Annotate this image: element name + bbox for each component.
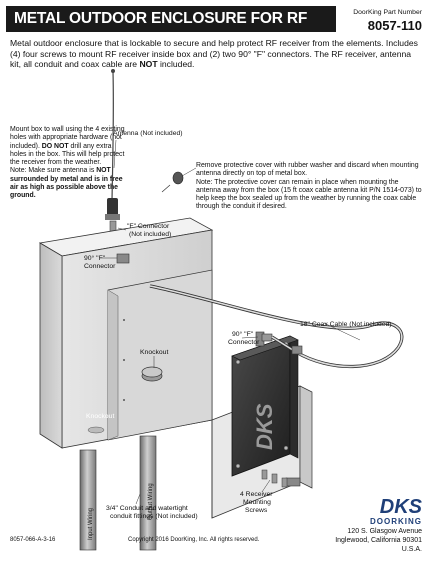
ninety-f-right-label-2: Connector — [228, 339, 260, 346]
ninety-f-connector-top-icon — [116, 253, 130, 264]
loose-screw-icon — [271, 473, 278, 484]
receiver-brand-text: DKS — [252, 403, 277, 450]
loose-screw-icon — [261, 469, 268, 480]
doorking-wordmark: DOORKING — [370, 517, 422, 526]
part-number: 8057-110 — [367, 18, 422, 33]
f-connector-note: (Not included) — [129, 231, 171, 238]
ninety-f-top-label-2: Connector — [84, 263, 116, 270]
doorking-logo: DKS DOORKING — [318, 497, 422, 527]
screws-label-1: 4 Receiver — [240, 491, 273, 498]
coax-label: 18" Coax Cable (Not included) — [300, 321, 392, 328]
knockout-bottom-icon — [87, 426, 105, 434]
f-connector-label: "F" Connector — [127, 223, 170, 230]
screws-label-3: Screws — [245, 507, 268, 514]
ninety-f-right-label: 90° "F" — [232, 330, 254, 338]
mount-note-bold-a: DO NOT — [41, 142, 69, 150]
address-line-1: 120 S. Glasgow Avenue — [347, 528, 422, 535]
screws-label-2: Mounting — [243, 499, 271, 506]
output-wiring-label: Output Wiring — [148, 483, 154, 520]
loose-screw-icon — [281, 477, 288, 488]
part-number-label: DoorKing Part Number — [353, 9, 422, 16]
ninety-f-top-label: 90° "F" — [84, 254, 106, 262]
output-conduit — [139, 435, 157, 551]
receiver-screw-icon — [235, 359, 241, 365]
antenna-wire — [111, 71, 115, 201]
intro-text-a: Metal outdoor enclosure that is lockable… — [10, 38, 418, 70]
receiver-screw-icon — [235, 463, 241, 469]
address-line-2: Inglewood, California 90301 U.S.A. — [335, 537, 422, 553]
mount-note-text-c: Note: Make sure antenna is — [10, 167, 97, 175]
mount-note-text-a: Mount box to wall using the 4 existing h… — [10, 126, 125, 150]
intro-paragraph: Metal outdoor enclosure that is lockable… — [10, 38, 422, 70]
enclosure-left-side — [39, 242, 63, 449]
intro-text-b: included. — [157, 59, 195, 70]
door-latch-icon — [285, 477, 301, 487]
door-edge — [299, 385, 313, 489]
cover-note-line2: Note: The protective cover can remain in… — [196, 178, 422, 211]
input-conduit — [79, 449, 97, 551]
knockout-label: Knockout — [140, 349, 168, 356]
knockout-bottom-label: Knockout — [86, 413, 114, 420]
mount-note-bold-b: NOT surrounded by metal and is in free a… — [10, 167, 123, 200]
mount-note: Mount box to wall using the 4 existing h… — [10, 126, 126, 201]
page-title: METAL OUTDOOR ENCLOSURE FOR RF RECEIVER — [6, 6, 336, 53]
copyright-notice: Copyright 2016 DoorKing, Inc. All rights… — [128, 537, 260, 543]
cover-note-line1: Remove protective cover with rubber wash… — [196, 162, 419, 178]
conduit-label-2: conduit fittings (Not included) — [110, 513, 198, 520]
mount-note-text-b: drill any extra holes in the box. This w… — [10, 142, 125, 167]
conduit-label-1: 3/4" Conduit and watertight — [106, 505, 188, 512]
antenna-nut — [105, 214, 120, 220]
intro-not-bold: NOT — [139, 59, 158, 70]
dks-logo-text: DKS — [379, 496, 422, 518]
antenna-label: Antenna (Not included) — [113, 130, 183, 137]
company-address: 120 S. Glasgow Avenue Inglewood, Califor… — [318, 527, 422, 554]
cover-note: Remove protective cover with rubber wash… — [196, 162, 424, 212]
input-wiring-label: Input Wiring — [88, 508, 94, 540]
protective-cover-icon — [172, 171, 184, 185]
document-code: 8057-066-A-3-16 — [10, 537, 56, 543]
antenna-tip — [111, 69, 115, 73]
receiver-screw-icon — [283, 445, 289, 451]
